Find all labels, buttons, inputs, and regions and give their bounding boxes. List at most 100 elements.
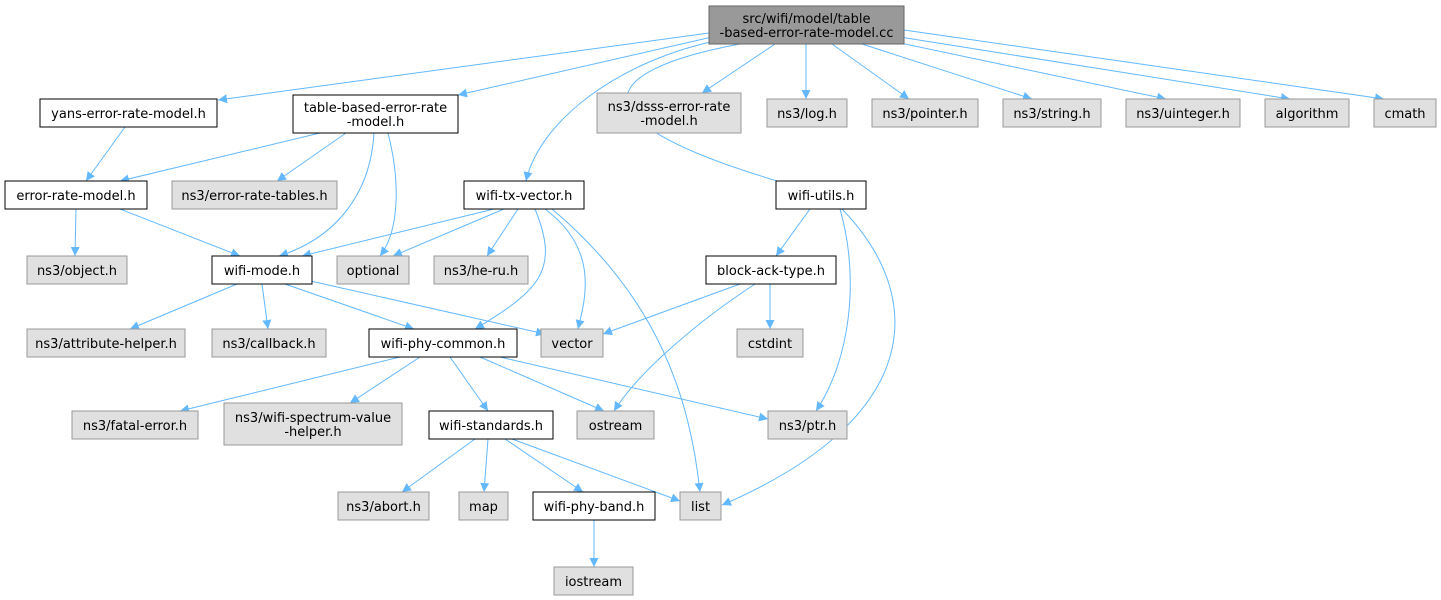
node-object: ns3/object.h [26, 255, 128, 285]
node-label-line: ns3/log.h [777, 107, 837, 122]
edge-root-to-yans [217, 32, 710, 104]
node-dsss: ns3/dsss-error-rate-model.h [596, 92, 742, 134]
node-box [576, 410, 655, 440]
edge-common-to-ostream [479, 356, 605, 412]
node-box [736, 328, 804, 358]
node-cmath: cmath [1373, 98, 1437, 128]
node-optional: optional [336, 255, 410, 285]
node-ptr: ns3/ptr.h [767, 410, 848, 440]
node-yans[interactable]: yans-error-rate-model.h [39, 98, 218, 128]
node-box [1002, 98, 1102, 128]
node-cstdint: cstdint [736, 328, 804, 358]
node-box [596, 92, 742, 134]
node-erm[interactable]: error-rate-model.h [4, 180, 148, 210]
node-box [223, 402, 403, 446]
node-box [71, 410, 199, 440]
node-abort: ns3/abort.h [337, 491, 430, 521]
node-label-line: cmath [1384, 107, 1425, 122]
edge-tberm-to-mode [278, 132, 375, 258]
edge-txvec-to-heru [486, 208, 519, 257]
node-box [679, 491, 722, 521]
node-list: list [679, 491, 722, 521]
node-label-line: ns3/wifi-spectrum-value [235, 411, 391, 426]
node-label-line: ns3/error-rate-tables.h [181, 189, 327, 204]
edge-common-to-ptr [499, 356, 769, 422]
edge-mode-to-vector [305, 279, 546, 337]
nodes-layer: src/wifi/model/table-based-error-rate-mo… [4, 5, 1437, 596]
edge-erm-to-object [70, 208, 80, 257]
node-tberm[interactable]: table-based-error-rate-model.h [292, 94, 459, 134]
node-box [705, 255, 837, 285]
node-box [433, 255, 529, 285]
edge-standards-to-list [511, 438, 681, 503]
node-label-line: list [691, 500, 710, 515]
edge-tberm-to-ert [276, 132, 347, 182]
node-label-line: ns3/abort.h [346, 500, 421, 515]
node-label-line: ns3/dsss-error-rate [608, 100, 731, 115]
node-label-line: algorithm [1276, 107, 1339, 122]
node-box [4, 180, 148, 210]
node-label-line: vector [551, 337, 593, 352]
node-label-line: ns3/uinteger.h [1136, 107, 1230, 122]
node-attr: ns3/attribute-helper.h [26, 328, 186, 358]
node-box [292, 94, 459, 134]
node-label-line: ns3/pointer.h [882, 107, 967, 122]
edge-root-to-pointer [831, 43, 910, 100]
node-label-line: optional [347, 264, 400, 279]
node-label-line: ns3/he-ru.h [444, 264, 519, 279]
node-label-line: ns3/ptr.h [779, 419, 837, 434]
node-ert: ns3/error-rate-tables.h [171, 180, 338, 210]
node-box [871, 98, 979, 128]
edge-bat-to-ostream [613, 283, 756, 412]
edge-tberm-to-erm [119, 132, 321, 184]
node-box [553, 566, 634, 596]
edge-mode-to-common [284, 283, 415, 331]
node-box [26, 255, 128, 285]
node-callback: ns3/callback.h [211, 328, 327, 358]
node-box [1264, 98, 1350, 128]
node-uinteger: ns3/uinteger.h [1125, 98, 1241, 128]
node-pointer: ns3/pointer.h [871, 98, 979, 128]
node-root: src/wifi/model/table-based-error-rate-mo… [708, 5, 905, 45]
node-band[interactable]: wifi-phy-band.h [532, 491, 656, 521]
edge-standards-to-abort [401, 438, 476, 493]
node-utils[interactable]: wifi-utils.h [775, 180, 867, 210]
node-txvec[interactable]: wifi-tx-vector.h [463, 180, 585, 210]
edge-common-to-standards [449, 356, 489, 412]
node-box [428, 410, 554, 440]
node-box [337, 491, 430, 521]
node-common[interactable]: wifi-phy-common.h [368, 328, 518, 358]
edge-utils-to-list [721, 208, 896, 506]
node-label-line: wifi-phy-band.h [544, 500, 645, 515]
node-box [540, 328, 604, 358]
node-box [463, 180, 585, 210]
node-bat[interactable]: block-ack-type.h [705, 255, 837, 285]
node-label-line: wifi-standards.h [439, 419, 543, 434]
node-box [775, 180, 867, 210]
node-vector: vector [540, 328, 604, 358]
node-label-line: block-ack-type.h [717, 264, 825, 279]
node-label-line: src/wifi/model/table [743, 12, 871, 27]
node-label-line: ns3/callback.h [222, 337, 315, 352]
node-ostream: ostream [576, 410, 655, 440]
edge-bat-to-vector [602, 283, 741, 336]
node-standards[interactable]: wifi-standards.h [428, 410, 554, 440]
node-label-line: ostream [589, 419, 643, 434]
node-box [458, 491, 509, 521]
edge-txvec-to-mode [301, 208, 495, 259]
node-label-line: wifi-tx-vector.h [476, 189, 573, 204]
edge-root-to-cmath [903, 29, 1385, 103]
node-mode[interactable]: wifi-mode.h [211, 255, 313, 285]
edge-yans-to-erm [85, 126, 126, 182]
node-spectrum: ns3/wifi-spectrum-value-helper.h [223, 402, 403, 446]
edge-mode-to-attr [129, 283, 238, 330]
edge-root-to-string [861, 43, 1033, 101]
node-label-line: ns3/fatal-error.h [83, 419, 187, 434]
edge-root-to-algorithm [899, 36, 1291, 103]
node-box [171, 180, 338, 210]
node-string: ns3/string.h [1002, 98, 1102, 128]
node-algorithm: algorithm [1264, 98, 1350, 128]
node-label-line: -model.h [347, 115, 405, 130]
node-label-line: yans-error-rate-model.h [51, 107, 206, 122]
